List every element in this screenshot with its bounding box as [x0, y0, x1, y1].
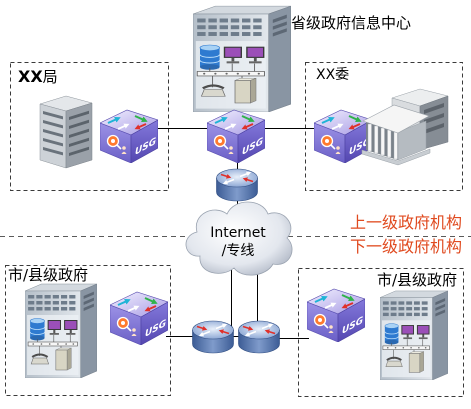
cloud-shape [185, 201, 293, 276]
data-center-building-icon [380, 290, 448, 380]
building-side-windows [424, 103, 444, 134]
portico-columns [367, 123, 398, 160]
firewall-body [207, 110, 265, 163]
firewall-body [307, 289, 365, 342]
firewall-icon: USG [207, 110, 265, 163]
committee-zone-frame [305, 62, 463, 191]
building-side-windows [69, 110, 89, 156]
bureau-label-rest: 局 [43, 68, 58, 86]
info-center-label: 省级政府信息中心 [291, 14, 411, 32]
firewall-icon: USG [100, 110, 158, 163]
upper-level-label: 上一级政府机构 [350, 213, 462, 232]
committee-label: XX委 [316, 67, 349, 83]
bureau-label: XX局 [18, 67, 58, 86]
cloud-icon: Internet /专线 [185, 201, 293, 276]
building-windows [43, 111, 63, 156]
portico-side [397, 120, 427, 161]
cloud-label-line2: /专线 [222, 243, 255, 259]
building-side-face [65, 102, 93, 169]
router-icon [217, 169, 258, 201]
bureau-zone-frame [10, 62, 169, 191]
bureau-label-bold: XX [18, 67, 43, 86]
lower-level-label: 下一级政府机构 [350, 237, 462, 256]
portico-steps [361, 148, 431, 166]
cloud-label-line1: Internet [210, 225, 266, 241]
city-county-left-zone-frame [5, 265, 171, 396]
data-center-building-icon [193, 5, 291, 112]
city-county-right-label: 市/县级政府 [377, 271, 457, 289]
office-building-icon [39, 95, 93, 169]
government-building-icon [361, 88, 449, 166]
portico-roof [362, 104, 430, 134]
firewall-icon: USG [110, 292, 168, 345]
firewall-icon: USG [307, 289, 365, 342]
data-center-building-icon [25, 283, 97, 378]
firewall-body [314, 110, 372, 163]
city-county-left-label: 市/县级政府 [8, 266, 88, 284]
router-icon [193, 321, 234, 353]
city-county-right-zone-frame [298, 268, 464, 397]
firewall-body [110, 292, 168, 345]
firewall-icon: USG [314, 110, 372, 163]
firewall-body [100, 110, 158, 163]
router-icon [239, 321, 280, 353]
